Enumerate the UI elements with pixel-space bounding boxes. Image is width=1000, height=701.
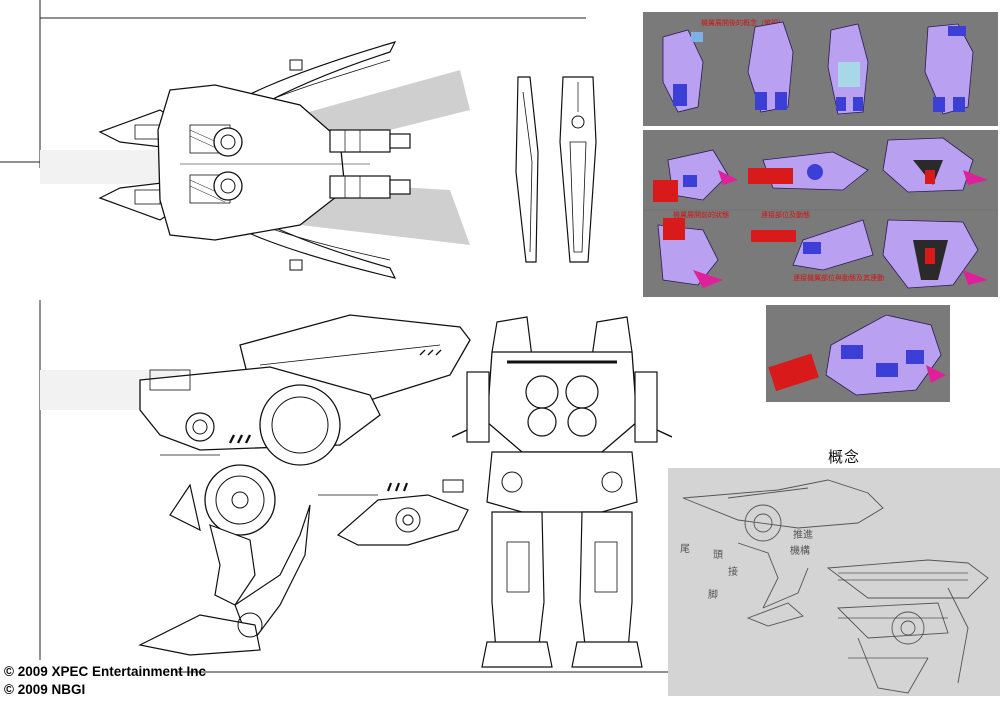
pod-render-2 [747, 21, 794, 113]
mech-front-view-drawing [452, 316, 672, 668]
render-detail-pod [768, 314, 946, 396]
pod-render-7 [882, 137, 988, 193]
sketch-note-1: 尾 [680, 544, 690, 555]
pod-render-8 [657, 218, 723, 288]
render-panel-detail [766, 305, 950, 402]
pod-render-4 [924, 23, 974, 115]
render-panel-mid: 機翼展開前的狀態 連接部位及動態 連接機翼部位與動態及其連動 [643, 130, 998, 297]
copyright-line-1: © 2009 XPEC Entertainment Inc [4, 664, 207, 679]
render-caption-center: 連接部位及動態 [761, 211, 810, 219]
concept-sketch-lines [682, 479, 989, 694]
render-caption-left: 機翼展開前的狀態 [673, 211, 729, 219]
pod-render-6 [748, 151, 869, 191]
render-caption-bottom: 連接機翼部位與動態及其連動 [793, 274, 884, 282]
wing-side-profiles [515, 76, 597, 263]
render-caption-top: 機翼展開後的概念（俯視） [701, 19, 785, 27]
render-top-pods [662, 21, 974, 115]
mech-top-view-drawing [40, 41, 470, 279]
mech-side-view-drawing [40, 314, 471, 656]
pod-render-9 [751, 219, 874, 271]
copyright-line-2: © 2009 NBGI [4, 682, 86, 697]
pod-render-1 [662, 29, 704, 113]
render-mid-pods [643, 137, 998, 289]
pod-render-3 [827, 23, 869, 115]
pod-render-10 [882, 219, 988, 289]
concept-title: 概念 [828, 448, 861, 466]
sketch-note-3: 接 [728, 567, 738, 578]
sketch-note-6: 脚 [708, 590, 718, 601]
sketch-note-2: 頭 [713, 550, 723, 561]
pod-render-5 [653, 149, 738, 202]
render-panel-top: 機翼展開後的概念（俯視） [643, 12, 998, 126]
sketch-note-5: 機構 [790, 546, 810, 557]
concept-sketch-panel: 尾 頭 接 推進 機構 脚 [668, 468, 1000, 696]
sketch-note-4: 推進 [793, 530, 813, 541]
arm-detail-drawing [318, 479, 469, 546]
